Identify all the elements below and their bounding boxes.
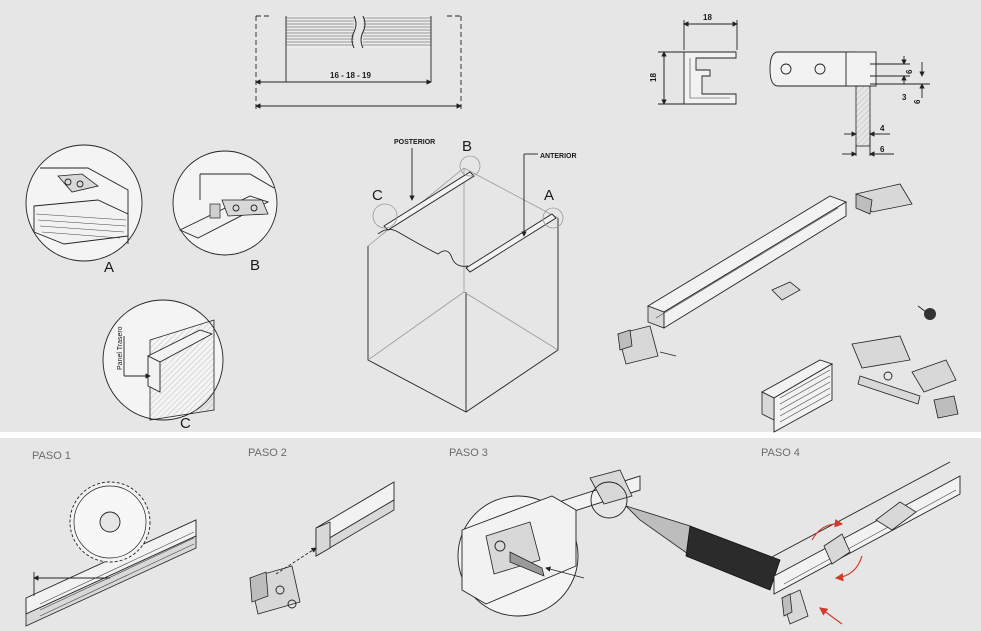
dim-6-top-label: 6 <box>905 69 914 74</box>
detail-c-label: C <box>180 415 191 432</box>
posterior-label: POSTERIOR <box>394 139 435 146</box>
cabinet-box-illustration <box>367 148 564 413</box>
detail-b-illustration <box>172 150 278 256</box>
profile-height-label: 18 <box>649 73 658 82</box>
anterior-label: ANTERIOR <box>540 153 577 160</box>
box-point-a-label: A <box>544 187 554 204</box>
profile-length-drawing <box>255 15 462 110</box>
panel-trasero-label: Panel Trasero <box>117 326 124 370</box>
thickness-dimension-label: 16 - 18 - 19 <box>330 71 371 80</box>
detail-c-illustration <box>102 299 224 421</box>
rail-kit-exploded-view <box>617 183 959 433</box>
step-1-saw-illustration <box>25 481 197 627</box>
step-2-insert-illustration <box>249 481 395 615</box>
step-2-label: PASO 2 <box>248 447 287 459</box>
step-3-label: PASO 3 <box>449 447 488 459</box>
profile-cross-section <box>658 20 738 105</box>
step-3-screw-illustration <box>457 469 781 617</box>
section-divider <box>0 432 981 438</box>
profile-width-label: 18 <box>703 13 712 22</box>
step-4-clip-illustration <box>769 461 961 625</box>
dim-6-mid-label: 6 <box>913 99 922 104</box>
dim-3-label: 3 <box>902 93 907 102</box>
box-point-b-label: B <box>462 138 472 155</box>
detail-a-label: A <box>104 259 114 276</box>
dim-6-bottom-label: 6 <box>880 145 885 154</box>
box-point-c-label: C <box>372 187 383 204</box>
detail-a-illustration <box>25 144 143 262</box>
step-1-label: PASO 1 <box>32 450 71 462</box>
detail-b-label: B <box>250 257 260 274</box>
step-4-label: PASO 4 <box>761 447 800 459</box>
dim-4-label: 4 <box>880 124 885 133</box>
bracket-section-drawing <box>769 51 930 157</box>
